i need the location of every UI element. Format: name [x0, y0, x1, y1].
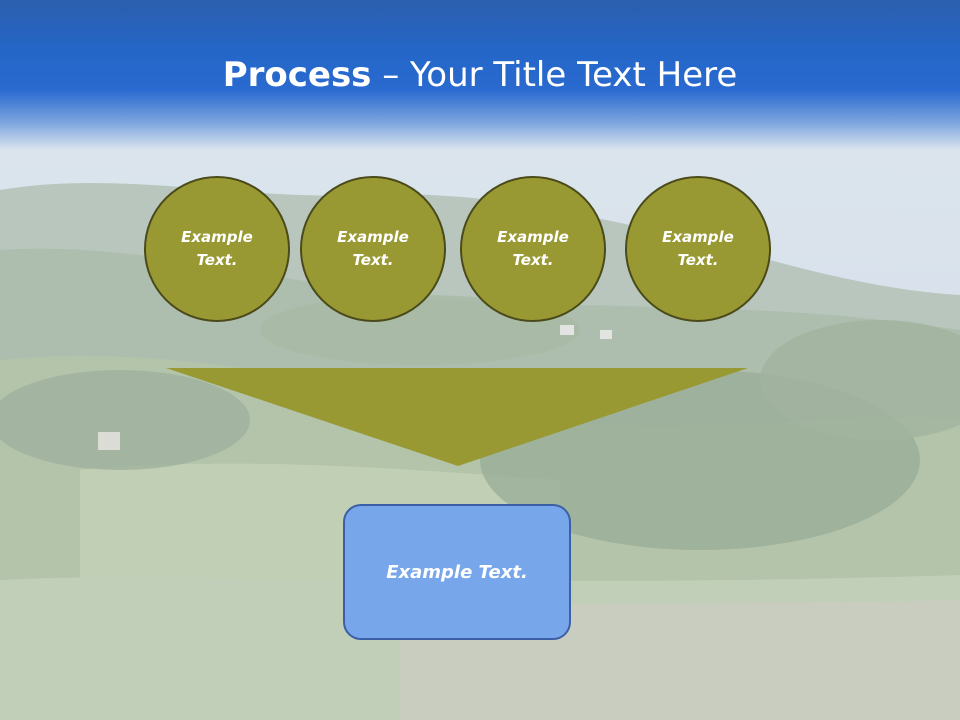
process-step-label: Example Text.	[662, 228, 734, 269]
title-bold-part: Process	[222, 55, 372, 95]
result-label: Example Text.	[386, 561, 528, 583]
slide-title: Process – Your Title Text Here	[0, 52, 960, 98]
process-step-label: Example Text.	[181, 228, 253, 269]
title-regular-part: – Your Title Text Here	[371, 55, 738, 95]
title-bar: Process – Your Title Text Here	[0, 0, 960, 150]
process-step-circle-3[interactable]: Example Text.	[460, 176, 606, 322]
process-step-circle-1[interactable]: Example Text.	[144, 176, 290, 322]
process-step-circle-2[interactable]: Example Text.	[300, 176, 446, 322]
result-box[interactable]: Example Text.	[343, 504, 571, 640]
funnel-arrow-shape[interactable]	[166, 368, 748, 466]
process-step-circle-4[interactable]: Example Text.	[625, 176, 771, 322]
process-step-label: Example Text.	[497, 228, 569, 269]
process-step-label: Example Text.	[337, 228, 409, 269]
